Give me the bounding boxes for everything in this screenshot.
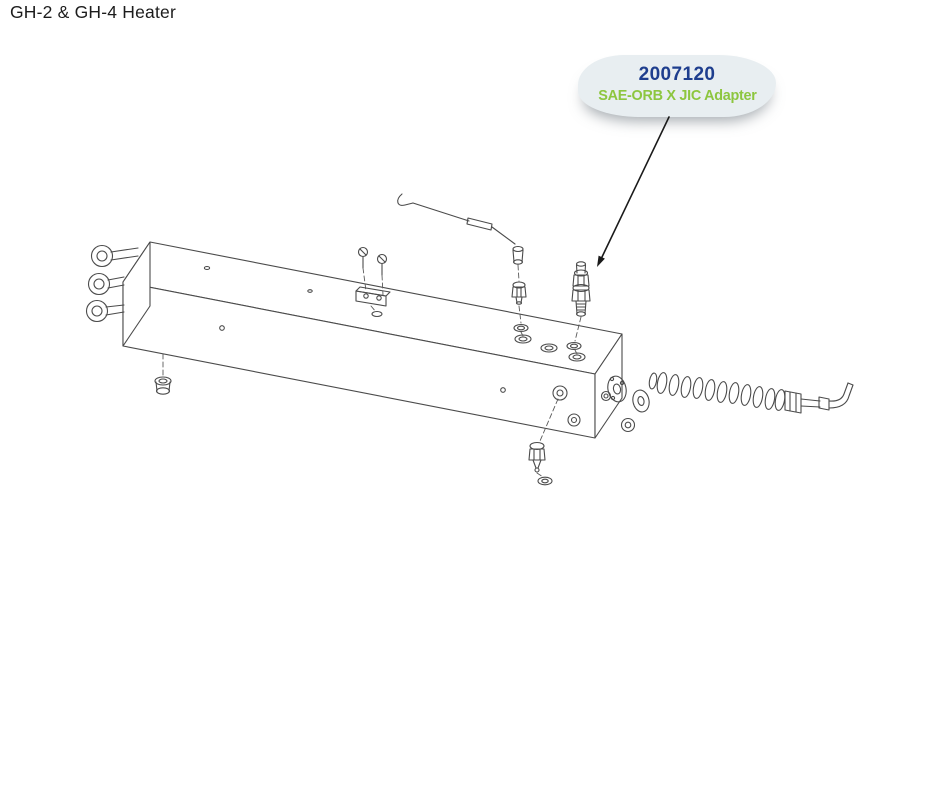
sensor-cable-assembly: [397, 193, 529, 337]
screws-and-bracket: [355, 246, 391, 313]
manifold-block: [122, 241, 623, 439]
part-number: 2007120: [638, 64, 716, 85]
bottom-plug: [154, 353, 172, 395]
callout-arrow: [597, 116, 670, 267]
lower-right-fitting: [528, 398, 559, 486]
part-callout: 2007120 SAE-ORB X JIC Adapter: [578, 55, 776, 117]
sae-orb-jic-adapter: [566, 261, 591, 355]
page-title: GH-2 & GH-4 Heater: [10, 2, 177, 22]
heater-element-spring: [607, 372, 854, 433]
part-name: SAE-ORB X JIC Adapter: [597, 87, 757, 104]
left-knob-fittings: [85, 244, 139, 323]
